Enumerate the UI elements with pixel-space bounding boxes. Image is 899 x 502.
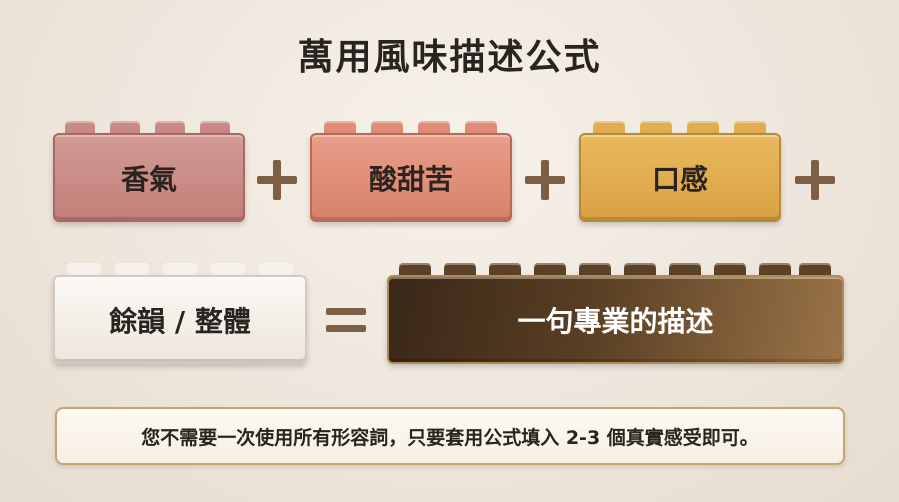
block-result: 一句專業的描述 bbox=[387, 263, 844, 364]
block-mouthfeel: 口感 bbox=[579, 121, 781, 222]
block-result-label: 一句專業的描述 bbox=[387, 275, 844, 364]
plus-operator-3 bbox=[795, 160, 835, 200]
plus-operator-2 bbox=[525, 160, 565, 200]
brick-studs bbox=[53, 121, 245, 135]
block-mouthfeel-label: 口感 bbox=[579, 133, 781, 222]
equals-operator bbox=[326, 308, 366, 334]
block-finish: 餘韻 / 整體 bbox=[53, 263, 307, 364]
brick-studs bbox=[387, 263, 844, 277]
block-finish-label: 餘韻 / 整體 bbox=[53, 275, 307, 364]
block-taste-label: 酸甜苦 bbox=[310, 133, 512, 222]
brick-studs bbox=[579, 121, 781, 135]
page-title: 萬用風味描述公式 bbox=[297, 37, 602, 78]
block-aroma: 香氣 bbox=[53, 121, 245, 222]
block-aroma-label: 香氣 bbox=[53, 133, 245, 222]
brick-studs bbox=[310, 121, 512, 135]
block-taste: 酸甜苦 bbox=[310, 121, 512, 222]
plus-operator-1 bbox=[257, 160, 297, 200]
note-text: 您不需要一次使用所有形容詞，只要套用公式填入 2-3 個真實感受即可。 bbox=[141, 426, 759, 449]
note-box: 您不需要一次使用所有形容詞，只要套用公式填入 2-3 個真實感受即可。 bbox=[55, 407, 845, 465]
brick-studs bbox=[53, 263, 307, 277]
